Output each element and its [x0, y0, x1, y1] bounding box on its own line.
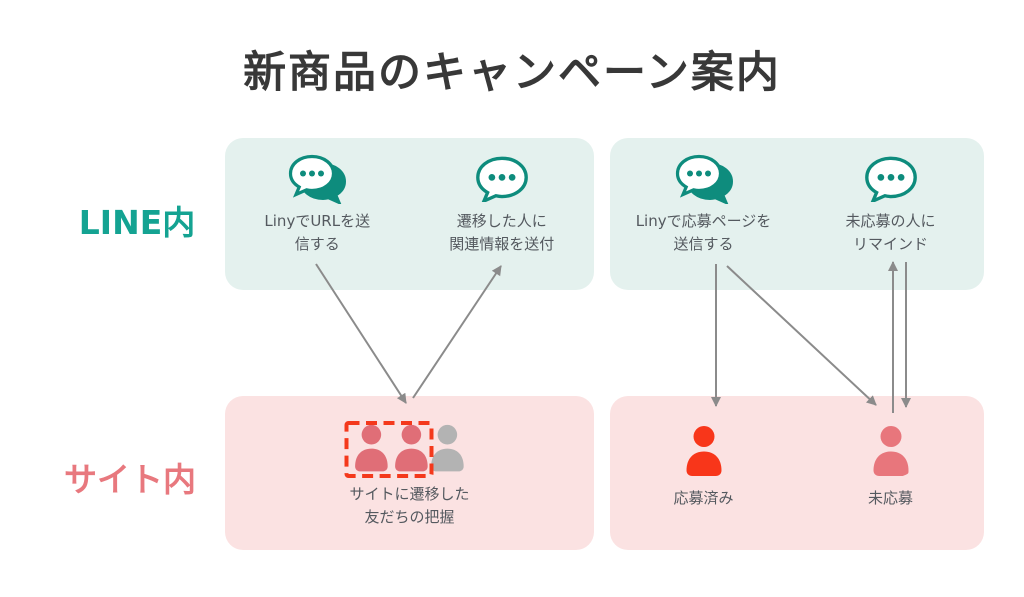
segment-applied: 応募済み [610, 396, 797, 550]
friends-group-icon [344, 416, 476, 478]
step-label: 遷移した人に 関連情報を送付 [449, 212, 555, 253]
step-label: サイトに遷移した 友だちの把握 [349, 485, 470, 526]
line-right-box: Linyで応募ページを 送信する 未応募の人に リマインド [610, 138, 984, 290]
segment-label: 応募済み [673, 489, 734, 507]
step-label: LinyでURLを送 信する [264, 212, 371, 253]
step-send-entry-page: Linyで応募ページを 送信する [610, 138, 797, 290]
single-chat-icon [864, 151, 918, 205]
step-capture-site-visitors: サイトに遷移した 友だちの把握 [225, 396, 594, 550]
double-chat-icon [287, 151, 347, 205]
person-icon [868, 424, 914, 478]
segment-label: 未応募 [867, 489, 913, 507]
step-liny-url-send: LinyでURLを送 信する [225, 138, 410, 290]
site-left-box: サイトに遷移した 友だちの把握 [225, 396, 594, 550]
double-chat-icon [674, 151, 734, 205]
line-left-box: LinyでURLを送 信する 遷移した人に 関連情報を送付 [225, 138, 594, 290]
step-send-related-info: 遷移した人に 関連情報を送付 [410, 138, 595, 290]
row-label-line: LINE内 [78, 203, 196, 242]
site-right-box: 応募済み 未応募 [610, 396, 984, 550]
page-title: 新商品のキャンペーン案内 [243, 48, 781, 98]
segment-not-applied: 未応募 [797, 396, 984, 550]
step-label: Linyで応募ページを 送信する [635, 212, 772, 253]
tracking-highlight-dashed-box [344, 421, 433, 478]
person-icon [681, 424, 727, 478]
step-remind-not-applied: 未応募の人に リマインド [797, 138, 984, 290]
single-chat-icon [475, 151, 529, 205]
row-label-site: サイト内 [64, 460, 196, 499]
step-label: 未応募の人に リマインド [845, 212, 936, 253]
